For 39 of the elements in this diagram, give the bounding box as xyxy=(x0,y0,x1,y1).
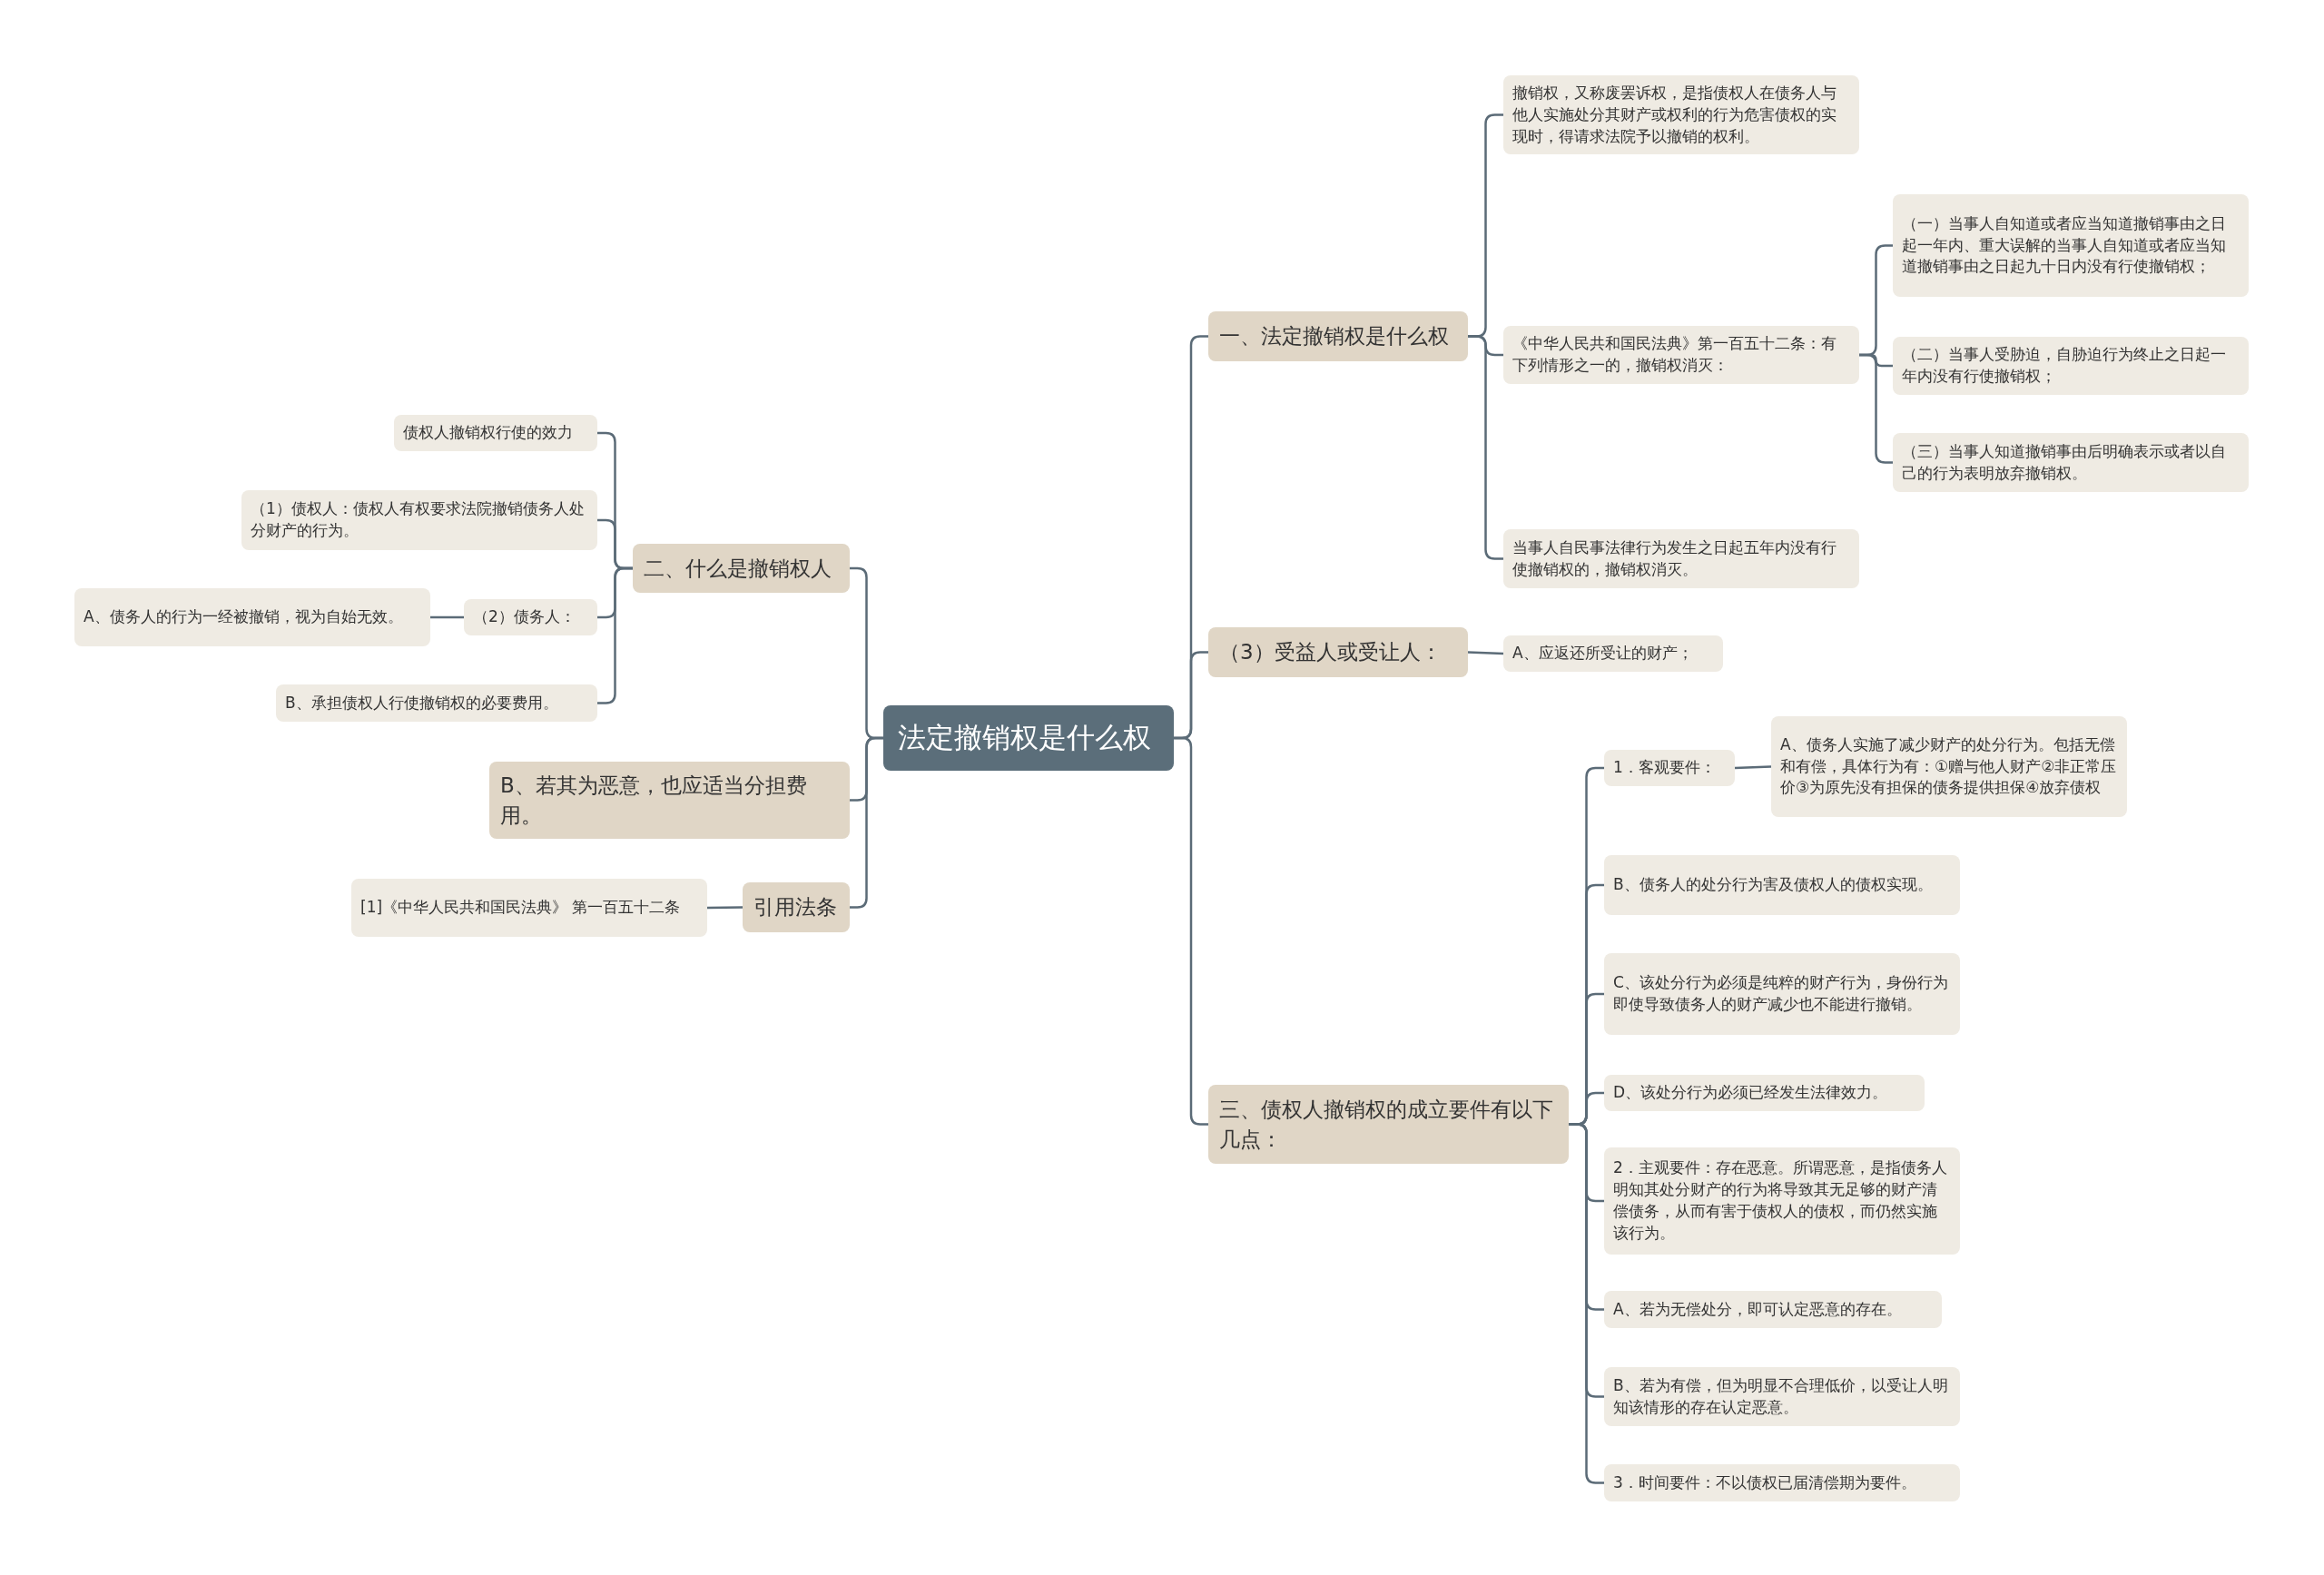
connector-line xyxy=(1859,353,1893,464)
subtopic-box: 2．主观要件：存在恶意。所谓恶意，是指债务人明知其处分财产的行为将导致其无足够的财产清偿债务，从而有害于债权人的债权，而仍然实施该行为。 xyxy=(1604,1147,1960,1255)
topic-box: 二、什么是撤销权人 xyxy=(633,544,850,593)
central-topic: 法定撤销权是什么权 xyxy=(883,705,1174,771)
subtopic-box: 《中华人民共和国民法典》第一百五十二条：有下列情形之一的，撤销权消灭： xyxy=(1503,326,1859,384)
topic-box: 一、法定撤销权是什么权 xyxy=(1208,311,1468,361)
subtopic-box: （1）债权人：债权人有权要求法院撤销债务人处分财产的行为。 xyxy=(241,490,597,550)
connector-line xyxy=(1569,1123,1604,1484)
subtopic-box: B、债务人的处分行为害及债权人的债权实现。 xyxy=(1604,855,1960,915)
connector-line xyxy=(1467,651,1504,655)
subtopic-box: A、债务人实施了减少财产的处分行为。包括无偿和有偿，具体行为有：①赠与他人财产②非正常压价③为原先没有担保的债务提供担保④放弃债权 xyxy=(1771,716,2127,817)
subtopic-box: （2）债务人： xyxy=(464,599,597,635)
connector-line xyxy=(850,736,883,909)
connector-line xyxy=(707,906,743,910)
subtopic-box: B、承担债权人行使撤销权的必要费用。 xyxy=(276,684,597,722)
subtopic-box: [1]《中华人民共和国民法典》 第一百五十二条 xyxy=(351,879,707,937)
connector-line xyxy=(1734,765,1772,770)
subtopic-box: 当事人自民事法律行为发生之日起五年内没有行使撤销权的，撤销权消灭。 xyxy=(1503,529,1859,588)
topic-box: 三、债权人撤销权的成立要件有以下几点： xyxy=(1208,1085,1569,1164)
subtopic-box: （二）当事人受胁迫，自胁迫行为终止之日起一年内没有行使撤销权； xyxy=(1893,337,2249,395)
subtopic-box: （一）当事人自知道或者应当知道撤销事由之日起一年内、重大误解的当事人自知道或者应当知道撤销事由之日起九十日内没有行使撤销权； xyxy=(1893,194,2249,297)
topic-box: 引用法条 xyxy=(743,882,850,932)
connector-line xyxy=(1174,736,1208,1126)
subtopic-box: （三）当事人知道撤销事由后明确表示或者以自己的行为表明放弃撤销权。 xyxy=(1893,433,2249,492)
subtopic-box: D、该处分行为必须已经发生法律效力。 xyxy=(1604,1075,1925,1111)
subtopic-box: 3．时间要件：不以债权已届清偿期为要件。 xyxy=(1604,1464,1960,1501)
connector-line xyxy=(597,566,633,704)
topic-box: （3）受益人或受让人： xyxy=(1208,627,1468,677)
subtopic-box: A、应返还所受让的财产； xyxy=(1503,635,1723,672)
subtopic-box: B、若为有偿，但为明显不合理低价，以受让人明知该情形的存在认定恶意。 xyxy=(1604,1367,1960,1426)
subtopic-box: A、债务人的行为一经被撤销，视为自始无效。 xyxy=(74,588,430,646)
subtopic-box: 债权人撤销权行使的效力 xyxy=(394,415,597,451)
subtopic-box: 1．客观要件： xyxy=(1604,750,1735,786)
subtopic-box: 撤销权，又称废罢诉权，是指债权人在债务人与他人实施处分其财产或权利的行为危害债权的实现时，得请求法院予以撤销的权利。 xyxy=(1503,75,1859,155)
subtopic-box: A、若为无偿处分，即可认定恶意的存在。 xyxy=(1604,1291,1942,1328)
topic-box: B、若其为恶意，也应适当分担费用。 xyxy=(489,762,850,839)
connector-line xyxy=(430,615,464,619)
connector-line xyxy=(1468,335,1503,560)
subtopic-box: C、该处分行为必须是纯粹的财产行为，身份行为即使导致债务人的财产减少也不能进行撤销。 xyxy=(1604,953,1960,1035)
